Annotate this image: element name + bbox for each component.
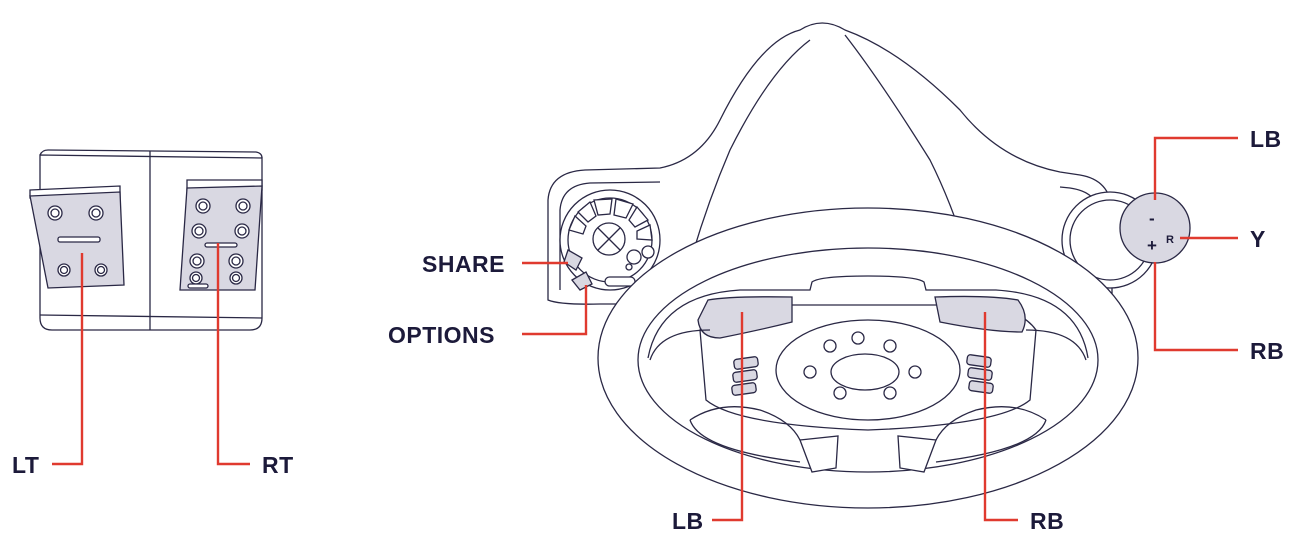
rt-label: RT (262, 452, 294, 478)
share-button[interactable] (563, 249, 583, 271)
dial-minus-symbol: - (1149, 209, 1155, 228)
right-shifter-cluster: - + R (1061, 191, 1191, 289)
lb-paddle-callout (712, 312, 744, 522)
share-label: SHARE (422, 251, 505, 277)
lb-shifter-callout (1153, 136, 1238, 200)
left-dial-segments (568, 198, 653, 241)
rb-shifter-label: RB (1250, 338, 1284, 364)
rt-callout (216, 243, 250, 466)
lb-shifter-label: LB (1250, 126, 1282, 152)
lt-label: LT (12, 452, 39, 478)
options-label: OPTIONS (388, 322, 495, 348)
rb-paddle-callout (983, 312, 1018, 522)
callout-lines (52, 136, 1238, 522)
rb-paddle-label: RB (1030, 508, 1064, 533)
steering-wheel (597, 207, 1139, 509)
lt-callout (52, 253, 84, 466)
right-pedal (179, 179, 263, 291)
left-pedal (29, 185, 125, 289)
wheel-button[interactable] (732, 369, 758, 383)
lb-paddle-label: LB (672, 508, 704, 533)
wheel-button[interactable] (733, 356, 759, 370)
left-wheel-buttons (731, 356, 759, 396)
options-callout (522, 285, 588, 336)
dial-r-symbol: R (1166, 234, 1174, 246)
left-button-cluster (559, 189, 661, 291)
dial-plus-symbol: + (1147, 236, 1157, 255)
wheel-button[interactable] (731, 382, 757, 396)
rb-shifter-callout (1153, 262, 1238, 352)
right-paddle[interactable] (934, 295, 1026, 333)
right-wheel-buttons (966, 354, 994, 394)
labels: LT RT SHARE OPTIONS LB RB LB Y RB (12, 126, 1284, 533)
left-paddle[interactable] (697, 296, 793, 339)
pedal-unit (29, 149, 263, 331)
wheel-button[interactable] (968, 380, 994, 394)
y-shifter-label: Y (1250, 226, 1266, 252)
